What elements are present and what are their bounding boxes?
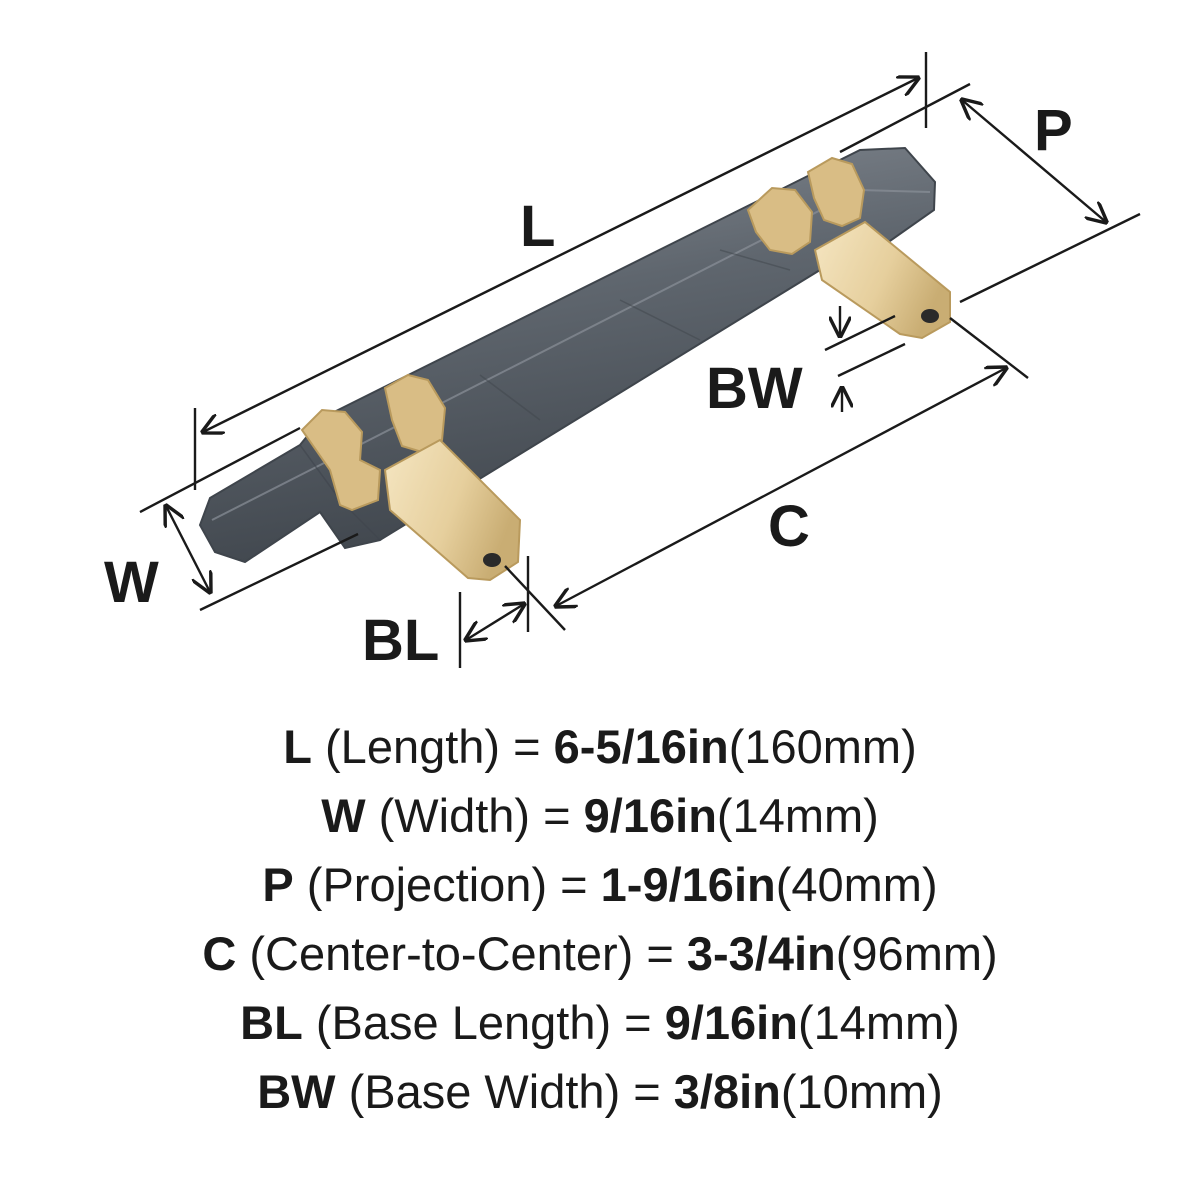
length-dimension: L [193, 52, 928, 490]
spec-center-to-center: C (Center-to-Center) = 3-3/4in(96mm) [202, 927, 998, 980]
spec-base-width: BW (Base Width) = 3/8in(10mm) [257, 1065, 943, 1118]
spec-base-length: BL (Base Length) = 9/16in(14mm) [240, 996, 960, 1049]
base-length-dimension: BL [362, 556, 530, 673]
right-screw-hole-icon [921, 309, 939, 323]
spec-projection: P (Projection) = 1-9/16in(40mm) [262, 858, 938, 911]
label-BL: BL [362, 608, 439, 673]
specifications-list: L (Length) = 6-5/16in(160mm) W (Width) =… [0, 712, 1200, 1126]
pull-dimension-diagram: L P BW W C BL [104, 52, 1141, 673]
spec-width: W (Width) = 9/16in(14mm) [321, 789, 879, 842]
label-P: P [1034, 98, 1073, 163]
label-W: W [104, 550, 159, 615]
center-to-center-dimension: C [504, 317, 1029, 631]
left-screw-hole-icon [483, 553, 501, 567]
projection-dimension: P [839, 82, 1141, 304]
spec-length: L (Length) = 6-5/16in(160mm) [283, 720, 917, 773]
label-C: C [768, 494, 810, 559]
label-L: L [520, 194, 555, 259]
label-BW: BW [706, 356, 803, 421]
base-width-dimension: BW [706, 306, 906, 421]
width-dimension: W [104, 426, 359, 615]
